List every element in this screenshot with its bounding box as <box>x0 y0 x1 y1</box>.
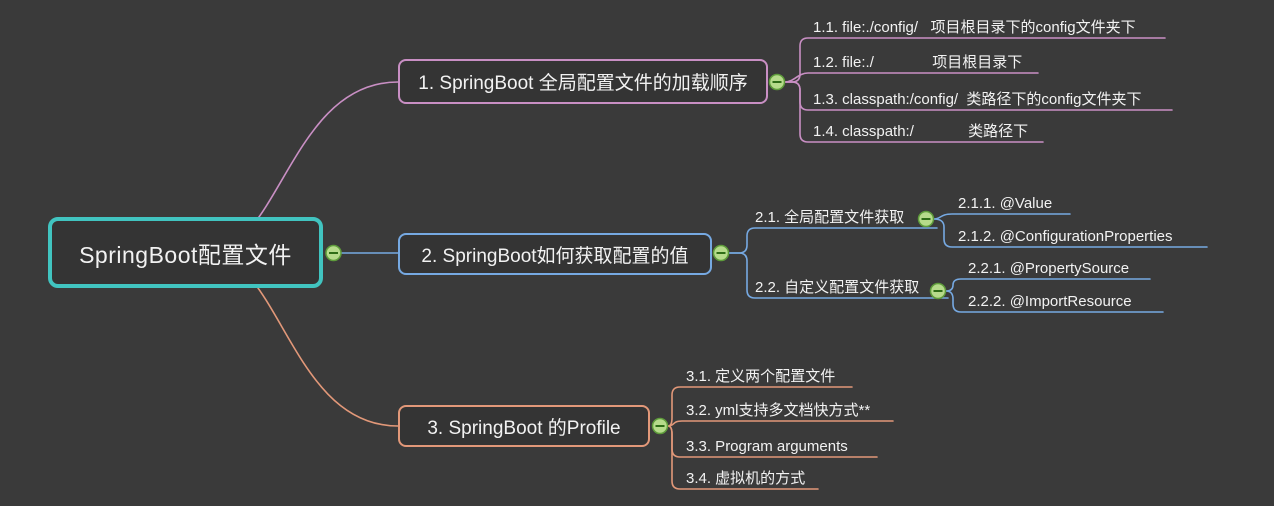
topic-2-get-config-values[interactable]: 2. SpringBoot如何获取配置的值 <box>398 233 712 275</box>
collapse-ring <box>929 282 947 300</box>
subtopic-2-1-2[interactable]: 2.1.2. @ConfigurationProperties <box>958 228 1173 245</box>
collapse-ring <box>325 244 342 262</box>
collapse-button-topic-1[interactable] <box>768 73 786 91</box>
collapse-button-topic-3[interactable] <box>651 417 669 435</box>
subtopic-1-2[interactable]: 1.2. file:./ 项目根目录下 <box>813 54 1023 71</box>
collapse-ring <box>917 210 935 228</box>
connector-line <box>784 37 1166 83</box>
connector-line <box>784 81 1044 143</box>
subtopic-3-2[interactable]: 3.2. yml支持多文档快方式** <box>686 402 871 419</box>
subtopic-2-1[interactable]: 2.1. 全局配置文件获取 <box>755 209 905 226</box>
topic-1-loading-order[interactable]: 1. SpringBoot 全局配置文件的加载顺序 <box>398 59 768 104</box>
connector-line <box>945 278 1151 292</box>
connector-line <box>728 252 949 299</box>
collapse-button-topic-2-2[interactable] <box>929 282 947 300</box>
collapse-button-topic-2[interactable] <box>712 244 730 262</box>
subtopic-3-1[interactable]: 3.1. 定义两个配置文件 <box>686 368 836 385</box>
subtopic-3-3[interactable]: 3.3. Program arguments <box>686 438 848 455</box>
collapse-ring <box>768 73 786 91</box>
subtopic-3-4[interactable]: 3.4. 虚拟机的方式 <box>686 470 806 487</box>
subtopic-2-2-1[interactable]: 2.2.1. @PropertySource <box>968 260 1130 277</box>
connector-line <box>667 425 819 490</box>
subtopic-2-1-1[interactable]: 2.1.1. @Value <box>958 195 1053 212</box>
connector-line <box>933 213 1071 220</box>
connector-line <box>945 290 1164 313</box>
collapse-button-topic-2-1[interactable] <box>917 210 935 228</box>
subtopic-1-4[interactable]: 1.4. classpath:/ 类路径下 <box>813 123 1029 140</box>
topic-3-profile[interactable]: 3. SpringBoot 的Profile <box>398 405 650 447</box>
collapse-button-root[interactable] <box>325 244 342 262</box>
collapse-ring <box>712 244 730 262</box>
connector-line <box>784 72 1039 83</box>
subtopic-2-2[interactable]: 2.2. 自定义配置文件获取 <box>755 279 920 296</box>
connector-line <box>728 227 938 254</box>
connector-line <box>933 218 1208 248</box>
collapse-ring <box>651 417 669 435</box>
subtopic-2-2-2[interactable]: 2.2.2. @ImportResource <box>968 293 1132 310</box>
connector-line <box>667 420 894 427</box>
root-topic[interactable]: SpringBoot配置文件 <box>48 217 323 288</box>
subtopic-1-3[interactable]: 1.3. classpath:/config/ 类路径下的config文件夹下 <box>813 91 1142 108</box>
subtopic-1-1[interactable]: 1.1. file:./config/ 项目根目录下的config文件夹下 <box>813 19 1136 36</box>
